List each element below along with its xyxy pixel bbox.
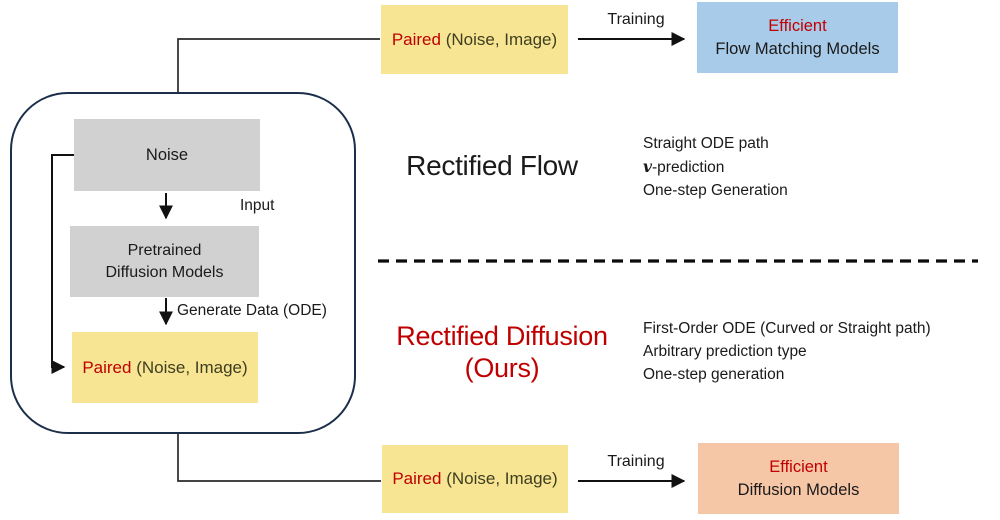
rectified-diffusion-title: Rectified Diffusion (Ours) — [382, 320, 622, 384]
pretrained-label-line2: Diffusion Models — [105, 263, 224, 281]
generate-data-label: Generate Data (ODE) — [177, 302, 327, 319]
feature-line: One-step generation — [643, 366, 785, 383]
noise-box: Noise — [74, 119, 260, 191]
feature-line: v-prediction — [643, 155, 788, 179]
feature-line: Straight ODE path — [643, 135, 769, 152]
feature-line: One-step Generation — [643, 182, 788, 199]
paired-box-inner: Paired (Noise, Image) — [72, 332, 258, 403]
paired-word: Paired — [392, 469, 442, 488]
feature-line: First-Order ODE (Curved or Straight path… — [643, 320, 931, 337]
efficient-word: Efficient — [768, 16, 827, 35]
pretrained-label-line1: Pretrained — [127, 241, 202, 259]
feature-line: Arbitrary prediction type — [643, 343, 807, 360]
input-label: Input — [240, 197, 275, 214]
pretrained-diffusion-box: Pretrained Diffusion Models — [70, 226, 259, 297]
rectified-flow-title: Rectified Flow — [406, 150, 578, 181]
training-label-bottom: Training — [607, 453, 665, 470]
noise-label: Noise — [145, 146, 189, 164]
paired-box-top: Paired (Noise, Image) — [381, 5, 568, 74]
bottom-connector-line — [177, 434, 381, 482]
rectified-flow-features: Straight ODE path v-prediction One-step … — [643, 132, 788, 202]
pipeline-container-box — [10, 92, 356, 434]
noise-to-paired-branch-arrow — [51, 154, 74, 374]
training-label-top: Training — [607, 11, 665, 28]
flow-matching-models-label: Flow Matching Models — [715, 39, 880, 58]
efficient-word: Efficient — [769, 457, 828, 476]
top-connector-line — [177, 38, 380, 92]
paired-word: Paired — [82, 357, 132, 377]
efficient-diffusion-models-box: Efficient Diffusion Models — [698, 443, 899, 514]
paired-inner-text: Paired (Noise, Image) — [82, 358, 247, 378]
paired-bottom-text: Paired (Noise, Image) — [392, 469, 557, 489]
noise-image-words: (Noise, Image) — [440, 29, 558, 49]
rectified-diffusion-title-line1: Rectified Diffusion — [396, 321, 608, 351]
flow-matching-models-box: Efficient Flow Matching Models — [697, 2, 898, 73]
paired-top-text: Paired (Noise, Image) — [392, 30, 557, 50]
prediction-word: -prediction — [652, 159, 725, 176]
math-v-symbol: v — [643, 157, 653, 176]
rectified-diffusion-title-line2: (Ours) — [464, 353, 540, 383]
paired-word: Paired — [391, 29, 441, 49]
paired-box-bottom: Paired (Noise, Image) — [382, 445, 568, 513]
diffusion-models-label: Diffusion Models — [737, 480, 860, 499]
noise-image-words: (Noise, Image) — [441, 469, 558, 488]
rectified-diffusion-features: First-Order ODE (Curved or Straight path… — [643, 317, 931, 386]
noise-image-words: (Noise, Image) — [131, 357, 248, 377]
